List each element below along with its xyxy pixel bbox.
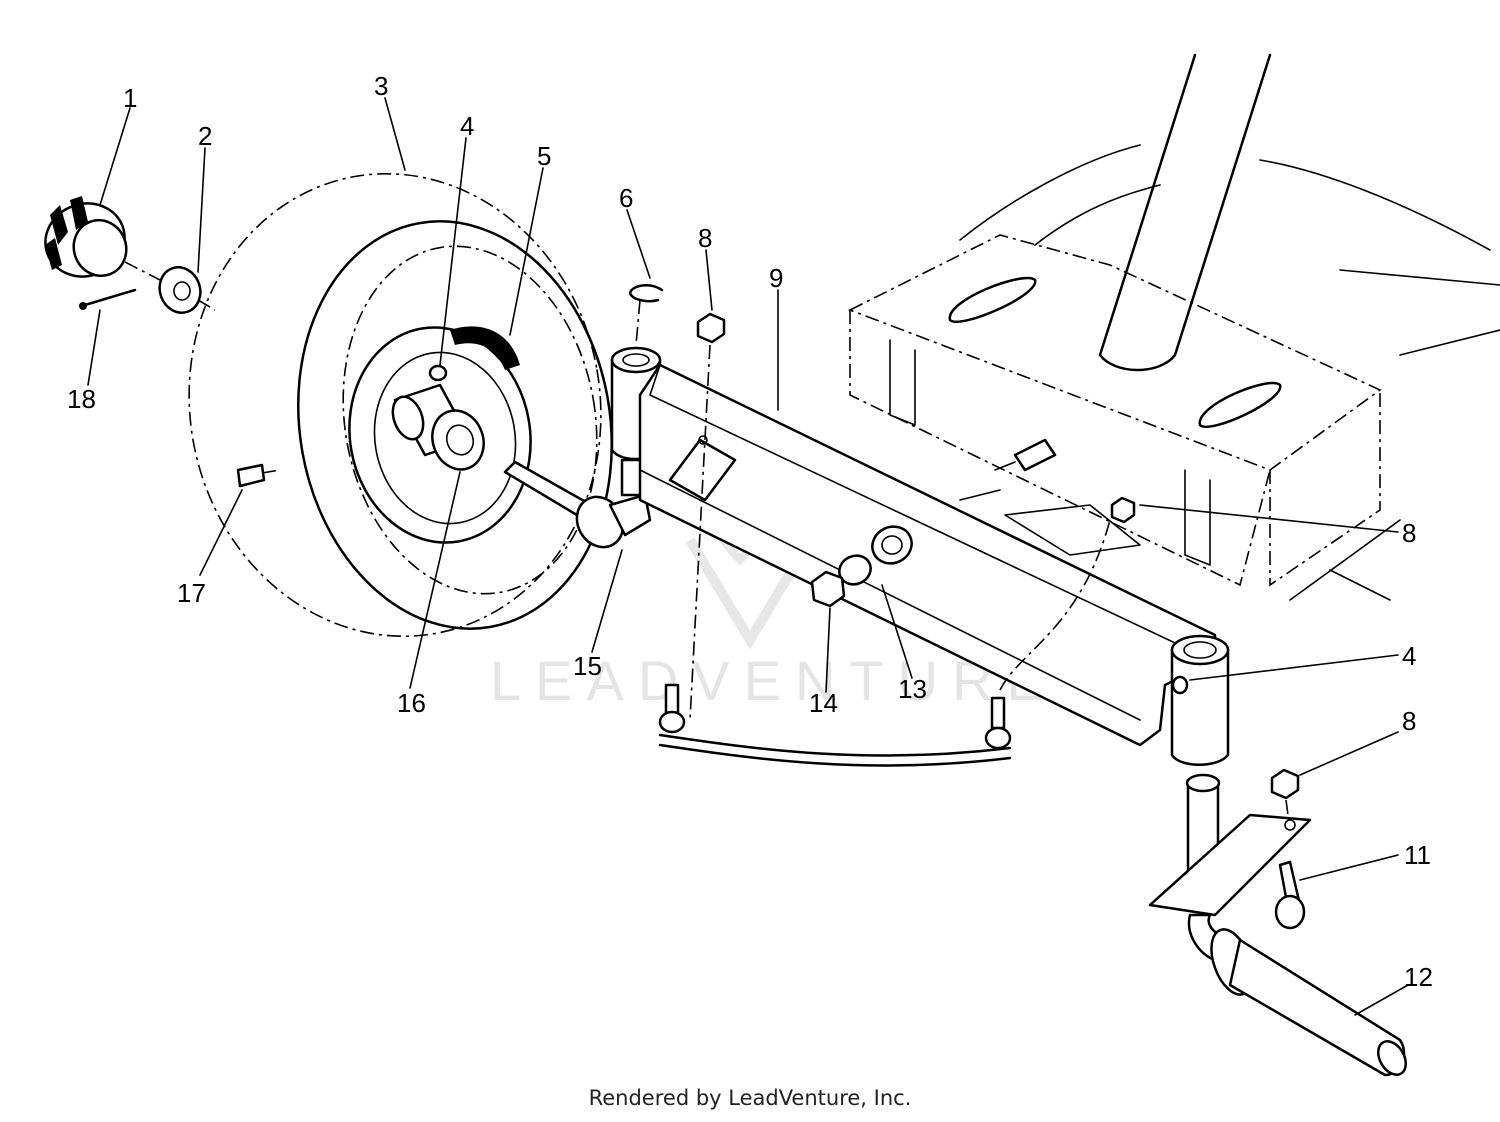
- callout-8-box: 8: [1402, 518, 1416, 548]
- callout-17: 17: [177, 578, 206, 608]
- footer-credit: Rendered by LeadVenture, Inc.: [588, 1086, 912, 1110]
- callout-labels: 1 2 3 4 5 6 8 9 8 4 8 11 12 13 14 15 16 …: [67, 71, 1433, 992]
- hex-nut-8-top: [696, 312, 726, 344]
- callout-9: 9: [769, 263, 783, 293]
- callout-16: 16: [397, 688, 426, 718]
- grease-fitting-rim: [428, 364, 448, 382]
- callout-1: 1: [123, 83, 137, 113]
- pivot-tube-right: [1170, 634, 1230, 766]
- front-wheel-tire: [188, 172, 613, 638]
- callout-2: 2: [198, 121, 212, 151]
- callout-15: 15: [573, 651, 602, 681]
- hub-cap: [44, 196, 128, 278]
- callout-11: 11: [1404, 840, 1431, 870]
- leader-lines: [87, 97, 1409, 1016]
- callout-14: 14: [809, 688, 838, 718]
- valve-stem: [236, 463, 281, 488]
- callout-6: 6: [619, 183, 633, 213]
- wheel-bearing-hub: [391, 383, 485, 471]
- hex-nut-8-box: [1110, 496, 1136, 524]
- callout-5: 5: [537, 141, 551, 171]
- callout-8-right: 8: [1402, 706, 1416, 736]
- callout-12: 12: [1404, 962, 1433, 992]
- hex-nut-8-right: [1270, 768, 1300, 800]
- watermark-text: LEADVENTURE: [490, 649, 1058, 712]
- e-ring: [628, 284, 664, 303]
- lock-nut-14: [810, 570, 846, 608]
- mower-deck-frame: [848, 53, 1500, 601]
- spindle-axle-left: [503, 460, 652, 549]
- washer-2: [158, 266, 202, 314]
- bolt-11: [1274, 860, 1306, 930]
- callout-4-right: 4: [1402, 641, 1416, 671]
- tie-rod: [658, 733, 1012, 767]
- cotter-pin: [79, 288, 137, 310]
- bolt-left-tierod: [658, 683, 686, 734]
- callout-13: 13: [898, 674, 927, 704]
- bolt-right-tierod: [984, 696, 1012, 750]
- front-axle-beam: [638, 363, 1217, 747]
- spindle-right: [1148, 773, 1407, 1077]
- callout-3: 3: [374, 71, 388, 101]
- callout-18: 18: [67, 384, 96, 414]
- callout-8-top: 8: [698, 223, 712, 253]
- callout-4-left: 4: [460, 111, 474, 141]
